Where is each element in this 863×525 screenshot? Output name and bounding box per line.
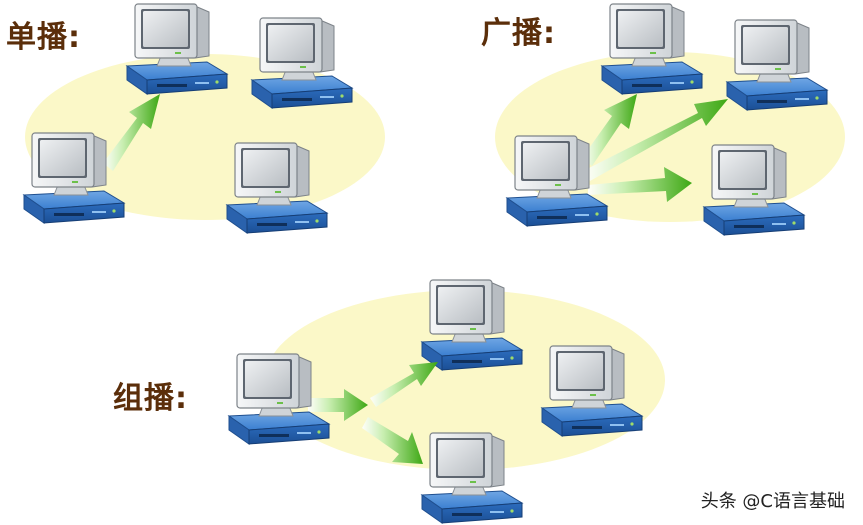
multicast-scene: [228, 279, 665, 524]
unicast-scene: [23, 3, 385, 234]
broadcast-receiver-computer-1: [601, 3, 703, 95]
unicast-arrow: [103, 94, 160, 171]
multicast-arrow-up: [370, 362, 438, 407]
broadcast-arrow-2: [585, 99, 728, 181]
broadcast-label: 广播:: [481, 16, 556, 51]
multicast-arrow-down: [362, 417, 423, 464]
unicast-idle-computer-1: [251, 17, 353, 109]
unicast-label: 单播:: [6, 20, 81, 55]
broadcast-receiver-computer-2: [726, 19, 828, 111]
unicast-receiver-computer: [126, 3, 228, 95]
broadcast-scene: [495, 3, 845, 236]
multicast-label: 组播:: [113, 381, 188, 416]
watermark: 头条 @C语言基础: [700, 491, 845, 512]
broadcast-arrow-3: [588, 167, 692, 202]
multicast-arrow-stem: [308, 389, 368, 421]
broadcast-arrow-1: [582, 94, 637, 166]
